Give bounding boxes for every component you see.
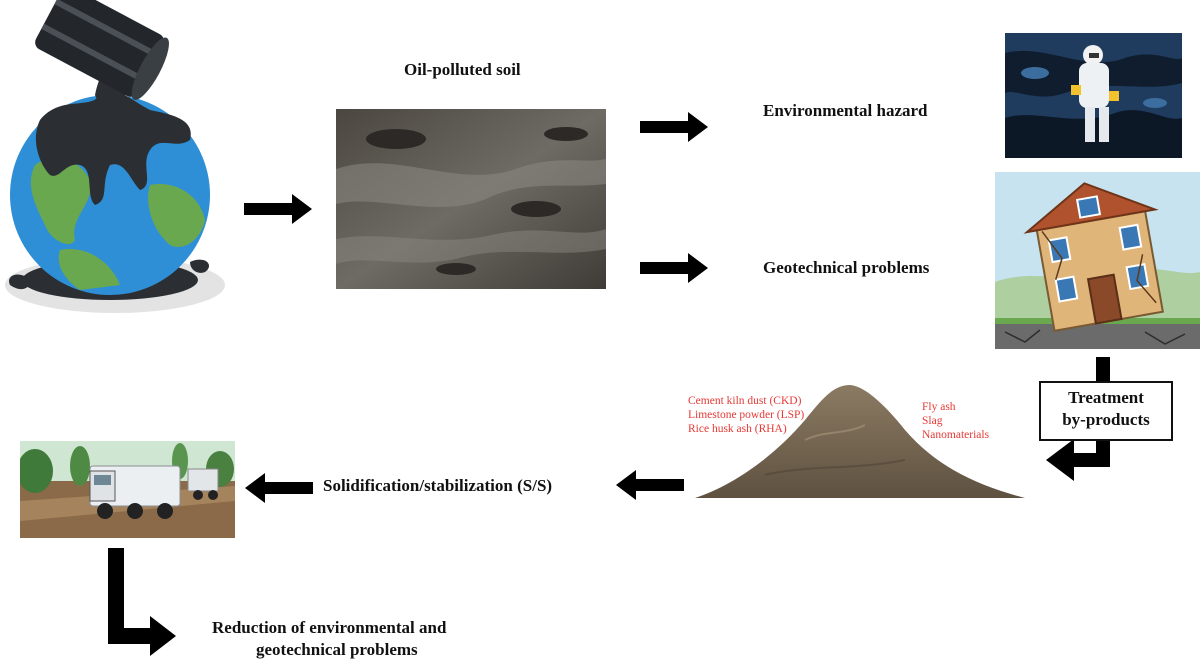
arrow-right-2 bbox=[640, 112, 710, 142]
oil-polluted-soil-label: Oil-polluted soil bbox=[404, 60, 521, 80]
oil-barrel-globe-icon bbox=[0, 0, 230, 325]
byproduct-rha: Rice husk ash (RHA) bbox=[688, 422, 787, 436]
byproduct-nanomaterials: Nanomaterials bbox=[922, 428, 989, 442]
arrow-right-1 bbox=[244, 194, 314, 224]
oil-polluted-soil-photo bbox=[336, 109, 606, 289]
arrow-left-2 bbox=[243, 473, 313, 503]
byproduct-ckd: Cement kiln dust (CKD) bbox=[688, 394, 801, 408]
stabilization-label: Solidification/stabilization (S/S) bbox=[323, 476, 552, 496]
reduction-label-line2: geotechnical problems bbox=[256, 640, 418, 660]
environmental-hazard-label: Environmental hazard bbox=[763, 101, 928, 121]
arrow-left-1 bbox=[614, 470, 684, 500]
byproduct-slag: Slag bbox=[922, 414, 942, 428]
byproduct-fly-ash: Fly ash bbox=[922, 400, 956, 414]
arrow-right-3 bbox=[640, 253, 710, 283]
arrow-down-right bbox=[108, 548, 178, 658]
hazmat-worker-photo bbox=[1005, 33, 1182, 158]
geotechnical-problems-label: Geotechnical problems bbox=[763, 258, 929, 278]
stabilization-truck-scene bbox=[20, 441, 235, 538]
treatment-byproducts-box: Treatment by-products bbox=[1039, 381, 1173, 441]
tilted-cracked-house-icon bbox=[995, 172, 1200, 349]
byproduct-lsp: Limestone powder (LSP) bbox=[688, 408, 804, 422]
treatment-label-line2: by-products bbox=[1041, 409, 1171, 431]
reduction-label-line1: Reduction of environmental and bbox=[212, 618, 446, 638]
treatment-label-line1: Treatment bbox=[1041, 387, 1171, 409]
